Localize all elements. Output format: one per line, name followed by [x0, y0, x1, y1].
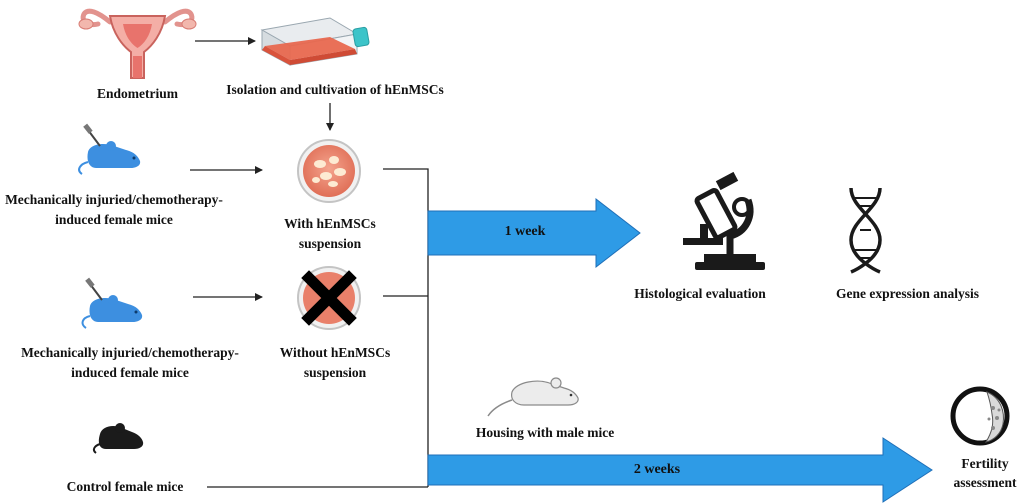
injected-mouse-icon — [78, 123, 141, 175]
label-histological-evaluation: Histological evaluation — [634, 286, 766, 301]
embryo-icon — [950, 386, 1010, 446]
label-fertility-assessment: Fertility assessment — [953, 456, 1017, 490]
arrow-two-weeks — [427, 437, 933, 503]
control-mouse-icon — [92, 423, 144, 454]
bracket-group-lines — [207, 168, 429, 488]
petri-dish-crossed-icon — [297, 266, 361, 330]
male-mouse-icon — [487, 377, 579, 417]
uterus-icon — [78, 8, 197, 79]
label-two-weeks: 2 weeks — [633, 462, 681, 477]
label-gene-expression: Gene expression analysis — [835, 286, 979, 301]
label-isolation-cultivation: Isolation and cultivation of hEnMSCs — [226, 82, 444, 97]
petri-dish-cells-icon — [297, 139, 361, 203]
arrow-one-week — [427, 197, 641, 269]
injected-mouse-icon — [81, 277, 143, 329]
culture-flask-icon — [260, 17, 370, 66]
dna-icon — [849, 187, 882, 274]
label-housing-male-mice: Housing with male mice — [475, 425, 615, 440]
label-with-suspension: With hEnMSCs suspension — [284, 216, 376, 251]
label-one-week: 1 week — [504, 224, 546, 239]
label-mice-treated-1: Mechanically injuried/chemotherapy- indu… — [5, 192, 223, 227]
microscope-icon — [683, 171, 765, 270]
label-control-mice: Control female mice — [66, 479, 184, 494]
label-endometrium: Endometrium — [97, 86, 178, 101]
label-mice-treated-2: Mechanically injuried/chemotherapy- indu… — [21, 345, 239, 380]
label-without-suspension: Without hEnMSCs suspension — [279, 345, 391, 380]
